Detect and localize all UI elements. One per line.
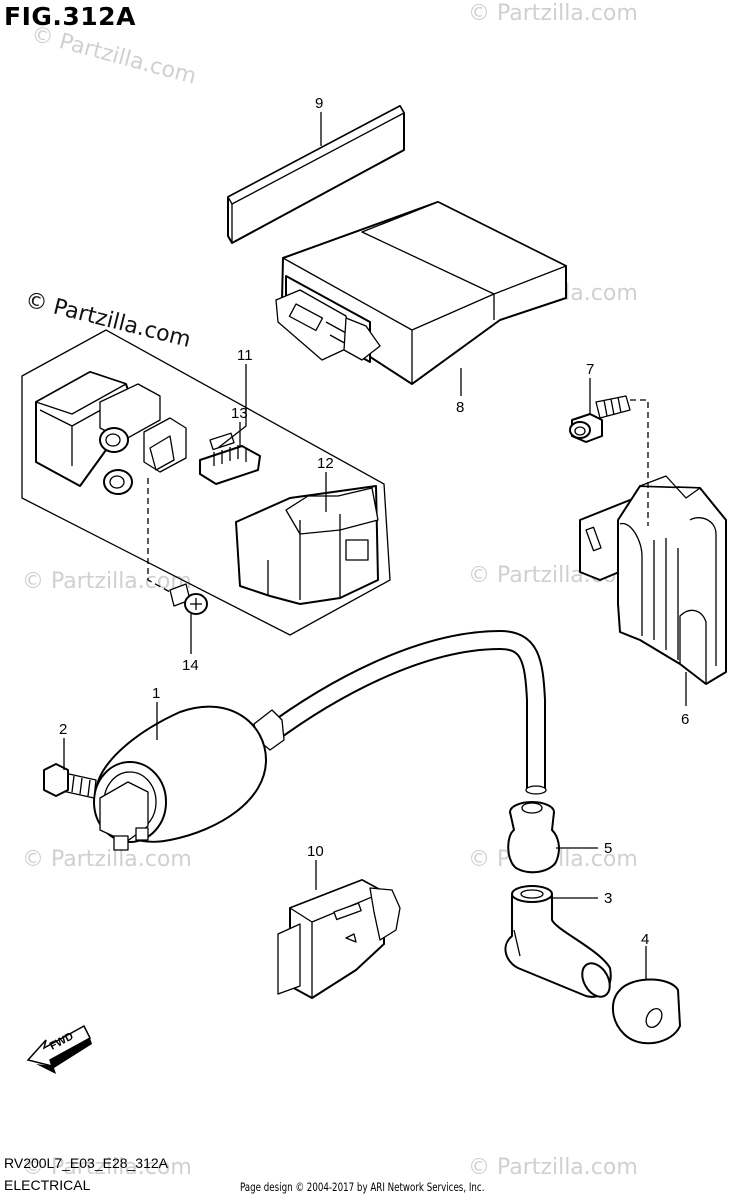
- connector-part: [277, 879, 401, 999]
- callout-11: 11: [237, 347, 253, 364]
- regulator-rectifier-part: [579, 475, 727, 685]
- relay-cover-part: [235, 485, 379, 605]
- model-code: RV200L7_E03_E28_312A: [4, 1155, 169, 1171]
- ecm-unit-part: [275, 201, 567, 385]
- watermark-text: © Partzilla.com: [22, 569, 192, 594]
- relay-assembly-box: [21, 329, 391, 636]
- callout-7: 7: [586, 361, 594, 378]
- callout-6: 6: [681, 711, 689, 728]
- install-line: [147, 478, 171, 593]
- bolt-part-7: [569, 395, 631, 443]
- spark-plug-cap-part: [504, 885, 612, 998]
- callout-numbers: 9 8 7 6 11 13 12 14 1 2 5 3 4 10: [59, 95, 689, 948]
- starter-relay-part: [35, 371, 187, 495]
- callout-1: 1: [152, 685, 160, 702]
- leader-lines: [63, 112, 687, 980]
- section-name: ELECTRICAL: [4, 1177, 91, 1193]
- grommet-part: [507, 801, 560, 874]
- callout-12: 12: [317, 455, 334, 472]
- fuse-part: [199, 432, 261, 485]
- callout-5: 5: [604, 840, 612, 857]
- watermark-text-dark: © Partzilla.com: [23, 288, 194, 353]
- callout-13: 13: [231, 405, 248, 422]
- callout-8: 8: [456, 399, 464, 416]
- fwd-arrow: FWD: [26, 1024, 92, 1074]
- ignition-coil-part: [93, 630, 547, 851]
- callout-3: 3: [604, 890, 612, 907]
- bolt-part-2: [43, 763, 97, 799]
- cap-part: [612, 978, 681, 1045]
- watermark-text: © Partzilla.com: [468, 1, 638, 26]
- callout-2: 2: [59, 721, 67, 738]
- callout-14: 14: [182, 657, 199, 674]
- watermark-text: © Partzilla.com: [468, 1155, 638, 1180]
- watermark-text: © Partzilla.com: [28, 22, 198, 90]
- watermark-text: © Partzilla.com: [22, 847, 192, 872]
- callout-9: 9: [315, 95, 323, 112]
- watermark-text: © Partzilla.com: [22, 1155, 192, 1180]
- pad-part: [227, 105, 405, 244]
- callout-10: 10: [307, 843, 324, 860]
- figure-title: FIG.312A: [4, 2, 136, 31]
- install-line: [630, 399, 649, 526]
- callout-4: 4: [641, 931, 649, 948]
- screw-part-14: [169, 583, 208, 615]
- page-credit: Page design © 2004-2017 by ARI Network S…: [240, 1180, 485, 1194]
